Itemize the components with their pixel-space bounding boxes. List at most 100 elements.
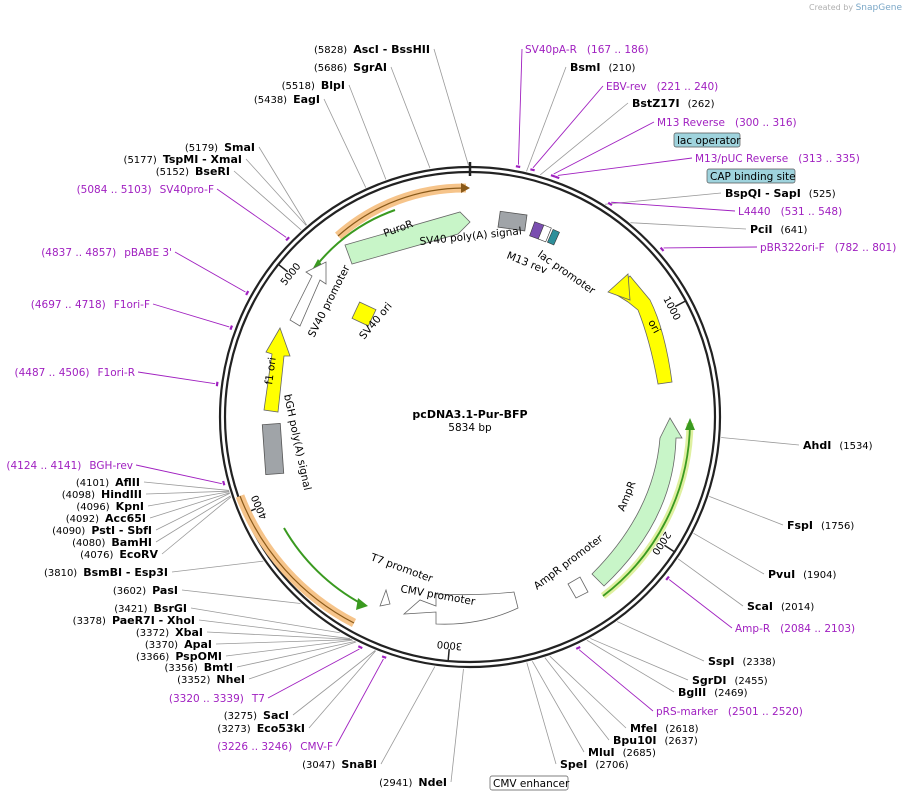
enzyme-site: MfeI(2618) (630, 722, 699, 735)
feature-label-ori: ori (645, 318, 662, 336)
primer: pRS-marker (2501 .. 2520) (656, 706, 803, 718)
enzyme-site: XbaI(3372) (136, 626, 203, 639)
enzyme-name: PspOMI (175, 650, 222, 663)
primer-range: (2501 .. 2520) (728, 706, 803, 718)
ruler-tick (447, 649, 450, 662)
primer-binding-mark (215, 381, 219, 387)
enzyme-name: Eco53kI (257, 722, 305, 735)
primer-leader-line (137, 371, 216, 385)
enzyme-site: AscI - BssHII(5828) (314, 43, 430, 56)
enzyme-position: (2469) (714, 688, 747, 699)
primer-leader-line (135, 464, 222, 485)
enzyme-position: (2706) (595, 760, 628, 771)
enzyme-position: (4092) (66, 514, 99, 525)
ruler-label: 5000 (279, 261, 303, 288)
primer-binding-mark (607, 201, 613, 207)
ampr-promoter-arrow (567, 576, 589, 599)
enzyme-position: (5518) (282, 81, 315, 92)
enzyme-leader-line (526, 662, 557, 765)
enzyme-site: BsrGI(3421) (114, 602, 187, 615)
primer: pBABE 3'(4837 .. 4857) (41, 247, 172, 259)
primer-binding-mark (245, 290, 250, 296)
enzyme-site: HindIII(4098) (62, 488, 142, 501)
enzyme-name: BmtI (204, 661, 233, 674)
bfp-orf-inner-line (283, 527, 363, 605)
enzyme-site: SnaBI(3047) (302, 758, 377, 771)
primer-range: (3226 .. 3246) (217, 741, 292, 753)
enzyme-name: AhdI (803, 439, 831, 452)
primer-binding-mark (554, 175, 560, 180)
enzyme-site: BlpI(5518) (282, 79, 345, 92)
primer-range: (3320 .. 3339) (169, 693, 244, 705)
plasmid-name: pcDNA3.1-Pur-BFP (412, 408, 527, 421)
enzyme-leader-line (709, 495, 784, 526)
enzyme-leader-line (721, 437, 800, 446)
enzyme-name: KpnI (116, 500, 144, 513)
feature-label-t7-promoter: T7 promoter (368, 551, 435, 585)
enzyme-name: EagI (293, 93, 320, 106)
enzyme-position: (5152) (156, 167, 189, 178)
enzyme-leader-line (206, 631, 352, 640)
primer-range: (4837 .. 4857) (41, 247, 116, 259)
primer-binding-mark (229, 325, 233, 331)
enzyme-site: BstZ17I(262) (632, 97, 715, 110)
enzyme-leader-line (147, 491, 230, 507)
boxed-label-cap-binding-site: CAP binding site (706, 168, 796, 184)
primer-range: (4697 .. 4718) (31, 299, 106, 311)
enzyme-position: (262) (688, 99, 715, 110)
enzyme-name: Bpu10I (613, 734, 657, 747)
enzyme-name: ApaI (184, 638, 212, 651)
feature-label-ampr: AmpR (616, 480, 639, 514)
primer-name: pRS-marker (656, 706, 719, 718)
enzyme-position: (4096) (76, 502, 109, 513)
enzyme-position: (210) (609, 63, 636, 74)
primer-range: (531 .. 548) (781, 206, 843, 218)
enzyme-position: (5828) (314, 45, 347, 56)
snapgene-logo: SnapGene (855, 3, 902, 13)
enzyme-position: (3047) (302, 760, 335, 771)
primer: pBR322ori-F(782 .. 801) (760, 242, 896, 254)
enzyme-leader-line (544, 657, 610, 741)
bgh-polya-box (261, 423, 285, 475)
primer: M13 Reverse(300 .. 316) (657, 117, 797, 129)
enzyme-leader-line (248, 641, 357, 680)
enzyme-name: PstI - SbfI (91, 524, 152, 537)
orf-arrowhead (356, 598, 368, 610)
ori-arrow (611, 275, 673, 385)
enzyme-position: (3370) (145, 640, 178, 651)
enzyme-name: FspI (787, 519, 813, 532)
primer: M13/pUC Reverse(313 .. 335) (695, 153, 860, 165)
enzyme-site: TspMI - XmaI(5177) (124, 153, 242, 166)
feature-label-bgh-polya: bGH poly(A) signal (281, 393, 313, 491)
enzyme-site: AhdI(1534) (803, 439, 873, 452)
primer-name: F1ori-R (98, 367, 135, 379)
snapgene-credit: Created by SnapGene (809, 3, 902, 13)
sv40-promoter-arrow (289, 261, 327, 327)
t7-promoter-arrow (379, 588, 391, 607)
primer-leader-line (174, 251, 246, 293)
primer-leader-line (517, 48, 523, 165)
enzyme-leader-line (236, 640, 356, 668)
primer-name: EBV-rev (606, 81, 647, 93)
enzyme-site: BsmBI - Esp3I(3810) (44, 566, 168, 579)
enzyme-leader-line (616, 621, 705, 662)
primer-name: BGH-rev (89, 460, 133, 472)
enzyme-site: PciI(641) (750, 223, 807, 236)
enzyme-name: NheI (216, 673, 245, 686)
primer-name: L4440 (738, 206, 771, 218)
primer-range: (5084 .. 5103) (77, 184, 152, 196)
primer: T7(3320 .. 3339) (169, 693, 265, 705)
primer-binding-mark (515, 165, 521, 169)
primer-leader-line (267, 648, 360, 699)
enzyme-site: MluI(2685) (588, 746, 656, 759)
primer-range: (167 .. 186) (587, 44, 649, 56)
enzyme-position: (5438) (254, 95, 287, 106)
enzyme-leader-line (526, 66, 567, 172)
enzyme-name: BspQI - SapI (725, 187, 801, 200)
enzyme-leader-line (149, 492, 230, 519)
enzyme-name: SgrDI (692, 674, 726, 687)
enzyme-leader-line (677, 558, 744, 607)
enzyme-name: SacI (263, 709, 289, 722)
primer: SV40pro-F(5084 .. 5103) (77, 184, 214, 196)
